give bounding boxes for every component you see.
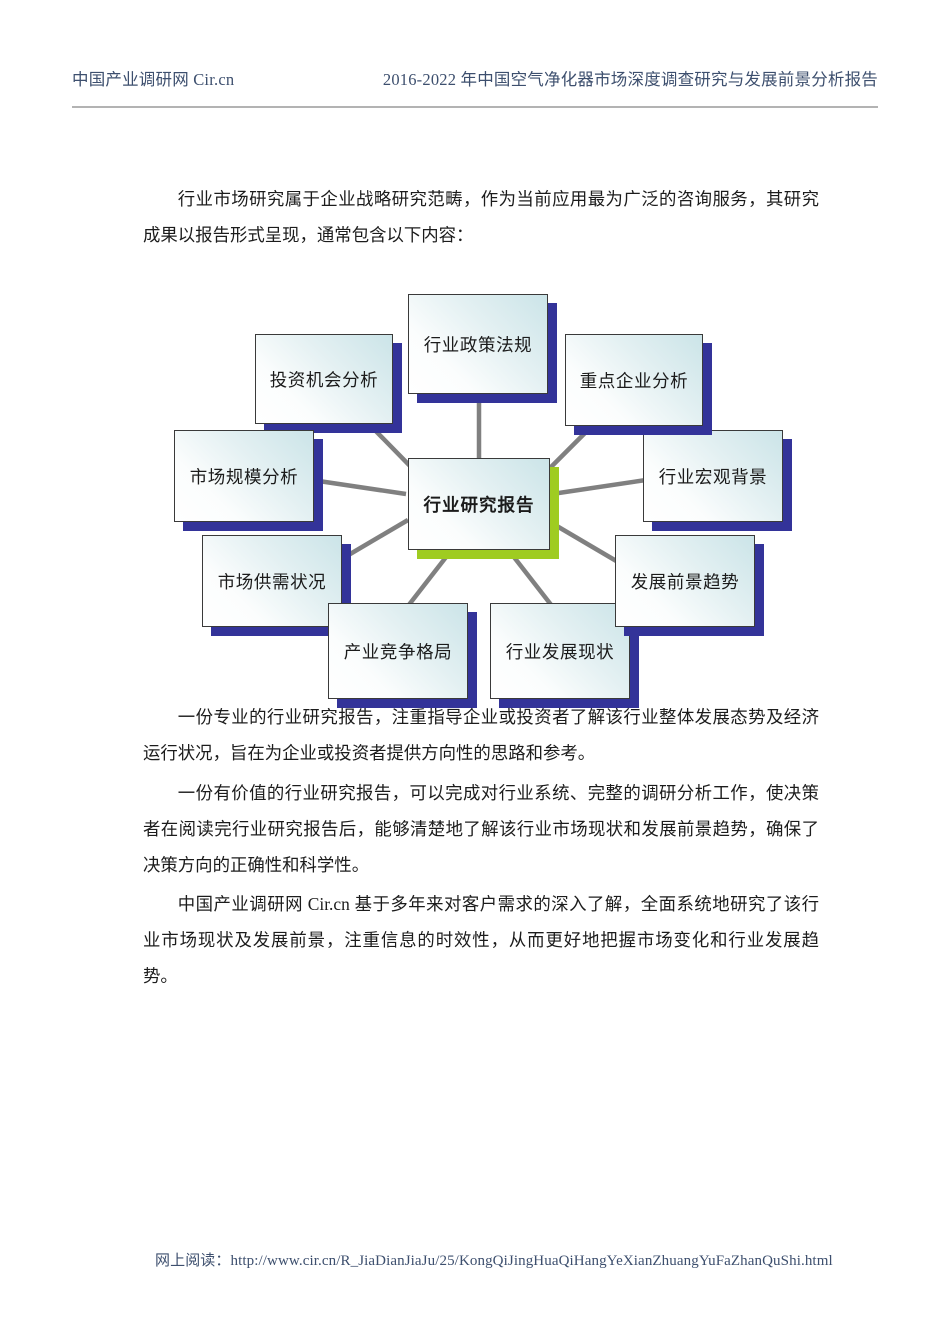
diagram-node-future-trend[interactable]: 发展前景趋势 [615,535,764,636]
node-face: 市场规模分析 [174,430,314,522]
diagram-node-supply-demand[interactable]: 市场供需状况 [202,535,351,636]
node-label: 发展前景趋势 [630,571,740,592]
diagram-node-market-size[interactable]: 市场规模分析 [174,430,323,531]
diagram-node-policy-regulation[interactable]: 行业政策法规 [408,294,557,403]
diagram-node-development-status[interactable]: 行业发展现状 [490,603,639,708]
diagram-node-competition[interactable]: 产业竞争格局 [328,603,477,708]
paragraph-1: 一份专业的行业研究报告，注重指导企业或投资者了解该行业整体发展态势及经济运行状况… [143,707,819,763]
paragraph-2: 一份有价值的行业研究报告，可以完成对行业系统、完整的调研分析工作，使决策者在阅读… [143,783,819,875]
footer-read-online-label: 网上阅读： [155,1253,231,1269]
link-center-status [508,550,554,608]
link-center-compete [406,550,452,608]
link-center-trend [548,520,620,564]
node-label: 重点企业分析 [579,370,689,391]
node-face: 行业研究报告 [408,458,550,550]
link-center-supply [338,518,410,562]
node-label: 行业政策法规 [423,334,533,355]
node-label: 市场供需状况 [217,571,327,592]
node-label: 产业竞争格局 [343,641,453,662]
link-center-marketsize [311,477,407,497]
node-label: 投资机会分析 [269,369,379,390]
header-report-title: 2016-2022 年中国空气净化器市场深度调查研究与发展前景分析报告 [382,70,878,89]
node-label: 行业宏观背景 [658,466,768,487]
header-divider [72,106,878,108]
link-center-macro [551,477,647,497]
diagram-center-node[interactable]: 行业研究报告 [408,458,559,559]
node-face: 市场供需状况 [202,535,342,627]
node-face: 发展前景趋势 [615,535,755,627]
paragraph-3: 中国产业调研网 Cir.cn 基于多年来对客户需求的深入了解，全面系统地研究了该… [143,894,819,986]
diagram-node-investment[interactable]: 投资机会分析 [255,334,402,433]
node-face: 行业发展现状 [490,603,630,699]
paragraph-3-block: 中国产业调研网 Cir.cn 基于多年来对客户需求的深入了解，全面系统地研究了该… [143,886,819,994]
industry-research-report-diagram: 投资机会分析 市场规模分析 市场供需状况 产业竞争格局 行业发展现状 [160,280,800,708]
page-header: 中国产业调研网 Cir.cn 2016-2022 年中国空气净化器市场深度调查研… [72,66,878,100]
diagram-node-key-enterprises[interactable]: 重点企业分析 [565,334,712,435]
paragraph-1-block: 一份专业的行业研究报告，注重指导企业或投资者了解该行业整体发展态势及经济运行状况… [143,699,819,771]
node-label: 市场规模分析 [189,466,299,487]
diagram-node-macro-background[interactable]: 行业宏观背景 [643,430,792,531]
diagram-connector-lines [311,394,647,608]
node-face: 重点企业分析 [565,334,703,426]
intro-paragraph: 行业市场研究属于企业战略研究范畴，作为当前应用最为广泛的咨询服务，其研究成果以报… [143,189,819,245]
node-face: 投资机会分析 [255,334,393,424]
node-face: 产业竞争格局 [328,603,468,699]
intro-paragraph-block: 行业市场研究属于企业战略研究范畴，作为当前应用最为广泛的咨询服务，其研究成果以报… [143,181,819,253]
paragraph-2-block: 一份有价值的行业研究报告，可以完成对行业系统、完整的调研分析工作，使决策者在阅读… [143,775,819,883]
node-label: 行业发展现状 [505,641,615,662]
center-node-label: 行业研究报告 [423,494,535,515]
header-site-name: 中国产业调研网 Cir.cn [72,70,235,89]
page-footer: 网上阅读：http://www.cir.cn/R_JiaDianJiaJu/25… [155,1249,833,1270]
node-face: 行业政策法规 [408,294,548,394]
node-face: 行业宏观背景 [643,430,783,522]
footer-url-link[interactable]: http://www.cir.cn/R_JiaDianJiaJu/25/Kong… [230,1253,833,1269]
